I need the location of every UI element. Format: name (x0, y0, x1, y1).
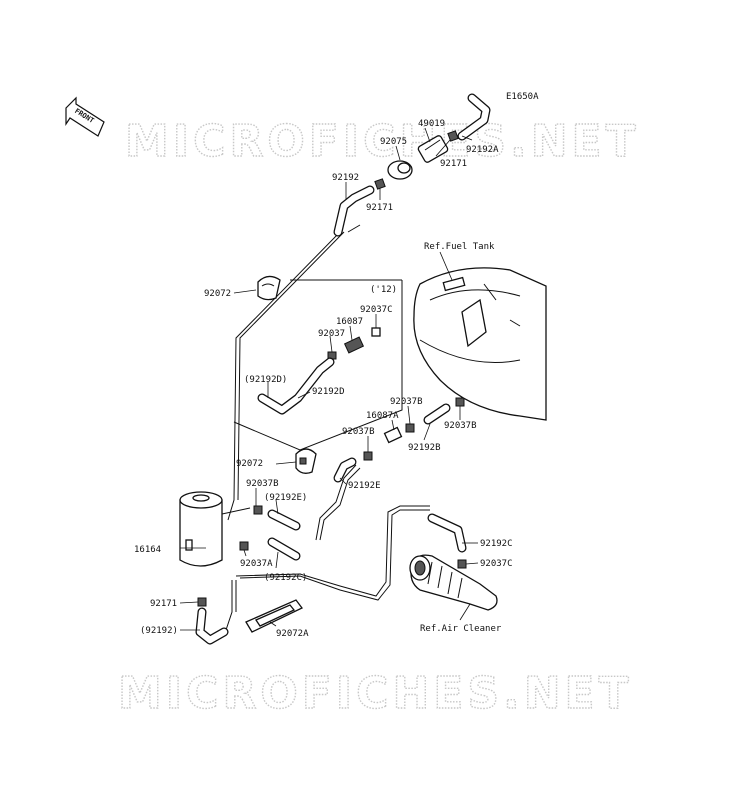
label-92037C-box: 92037C (360, 305, 393, 315)
front-arrow-icon: FRONT (65, 96, 105, 137)
clamp-92037B-c (455, 397, 465, 407)
label-92037A: 92037A (240, 559, 273, 569)
label-92171-top: 92171 (440, 159, 467, 169)
hose-92192D (257, 357, 335, 415)
hose-92192A (457, 93, 491, 141)
hose-92192-bottom (195, 607, 229, 645)
label-92171-bottom: 92171 (150, 599, 177, 609)
filter-49019 (417, 135, 449, 163)
label-92192C: 92192C (480, 539, 513, 549)
clamp-92037B-a (405, 423, 415, 433)
label-92075: 92075 (380, 137, 407, 147)
label-92192E-paren: (92192E) (264, 493, 307, 503)
label-16164: 16164 (134, 545, 161, 555)
label-92192C-paren: (92192C) (264, 573, 307, 583)
label-92072A: 92072A (276, 629, 309, 639)
label-92037-box: 92037 (318, 329, 345, 339)
label-year-12: ('12) (370, 285, 397, 295)
label-92192-top: 92192 (332, 173, 359, 183)
label-92037C: 92037C (480, 559, 513, 569)
hose-92192-top (333, 185, 375, 237)
clamp-92037B-b (363, 451, 373, 461)
clamp-92171-right (447, 130, 459, 142)
label-16087: 16087 (336, 317, 363, 327)
label-92192B: 92192B (408, 443, 441, 453)
hose-92192C-left (267, 537, 301, 561)
watermark-top: MICROFICHES.NET (125, 116, 640, 167)
fuel-filter-92075 (387, 160, 413, 180)
ref-air-cleaner: Ref.Air Cleaner (420, 624, 502, 634)
label-92192D: 92192D (312, 387, 345, 397)
hose-92192B (423, 403, 451, 425)
label-16087A: 16087A (366, 411, 399, 421)
hose-92192E (267, 457, 357, 531)
canister-16164 (179, 491, 251, 567)
label-92192-paren: (92192) (140, 626, 178, 636)
leader-lines (179, 127, 479, 631)
label-92171-mid: 92171 (366, 203, 393, 213)
band-92072A (245, 599, 303, 633)
clamp-92037C (457, 559, 467, 569)
diagram-code: E1650A (506, 92, 539, 102)
clamp-92072-mid (295, 448, 317, 474)
label-92192E: 92192E (348, 481, 381, 491)
hose-92192C-right (427, 513, 467, 553)
clamp-92037B-d (253, 505, 263, 515)
clamp-92037A (239, 541, 249, 551)
valve-16087 (327, 327, 381, 360)
label-92037B-b: 92037B (342, 427, 375, 437)
label-49019: 49019 (418, 119, 445, 129)
ref-fuel-tank: Ref.Fuel Tank (424, 242, 495, 252)
clamp-92171-top (374, 178, 386, 190)
label-92072-top: 92072 (204, 289, 231, 299)
label-92037B-c: 92037B (444, 421, 477, 431)
air-cleaner (409, 554, 498, 611)
label-92072-mid: 92072 (236, 459, 263, 469)
label-92037B-a: 92037B (390, 397, 423, 407)
label-92192D-paren: (92192D) (244, 375, 287, 385)
watermark-bottom: MICROFICHES.NET (118, 668, 633, 719)
routing-lines (225, 224, 430, 631)
year-12-box (233, 279, 403, 451)
valve-16087A (383, 426, 403, 444)
label-92037B-d: 92037B (246, 479, 279, 489)
label-92192A: 92192A (466, 145, 499, 155)
clamp-92171-bottom (197, 597, 207, 607)
fuel-tank (413, 267, 547, 421)
clamp-92072-top (257, 275, 281, 301)
